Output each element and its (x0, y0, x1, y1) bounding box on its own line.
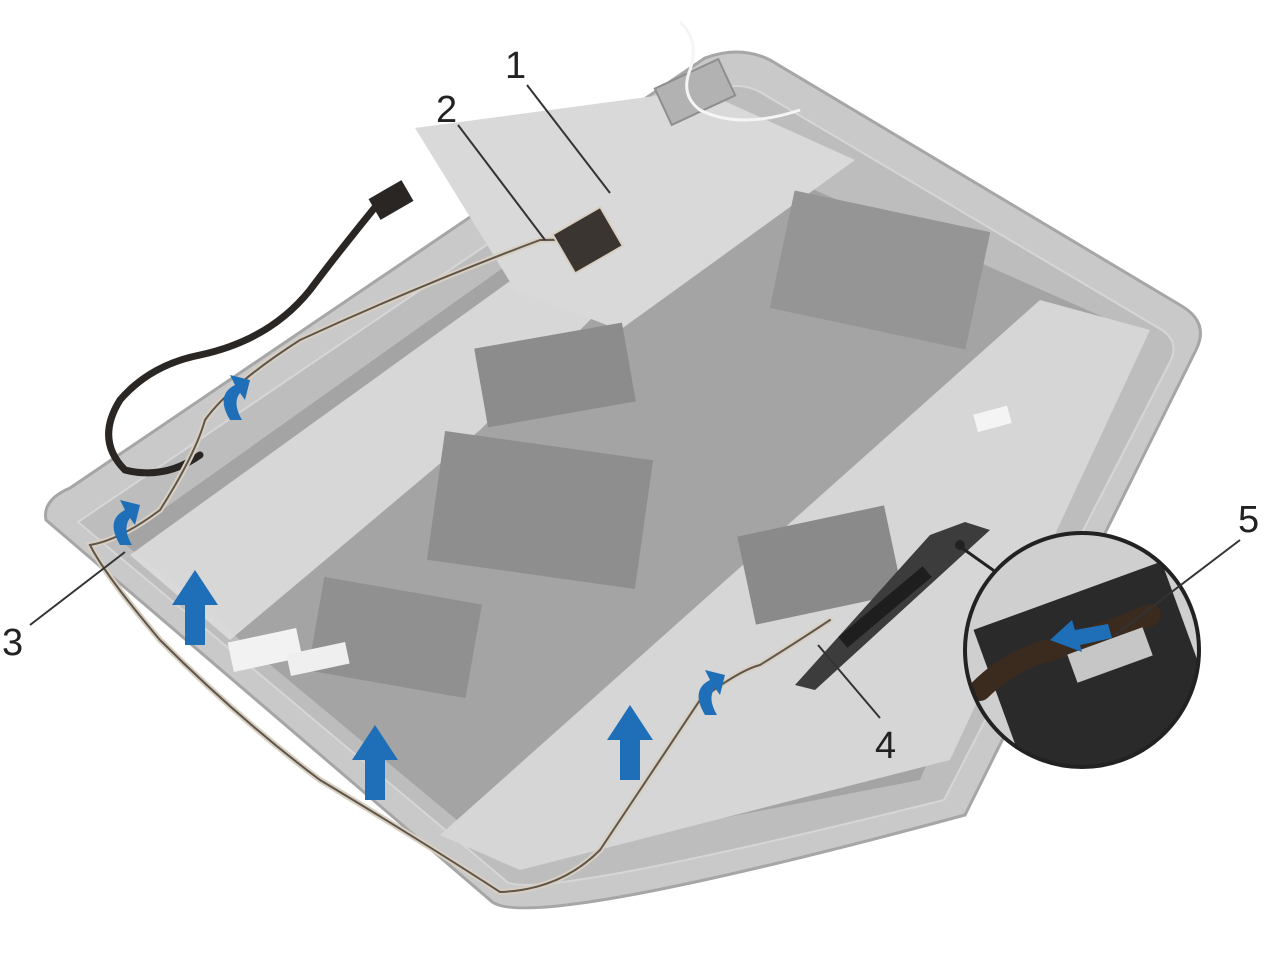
inset-anchor-dot (955, 540, 965, 550)
pad-5 (737, 505, 903, 625)
inset-push-arrow-icon (1050, 620, 1112, 652)
callout-4: 4 (875, 725, 896, 767)
curved-release-arrow-icon (113, 500, 140, 545)
lift-up-arrow-icon (172, 570, 218, 645)
sticker-2 (286, 642, 350, 676)
leader-2 (457, 124, 546, 241)
display-cable-end-connector (368, 180, 414, 220)
leader-4 (817, 644, 881, 719)
callout-1: 1 (505, 45, 526, 87)
inset-frame (963, 531, 1201, 769)
callout-3: 3 (2, 622, 23, 664)
pad-3 (426, 431, 654, 589)
camera-module (795, 522, 990, 690)
inset-cable (969, 604, 1161, 701)
lift-arrows (172, 570, 653, 800)
lift-up-arrow-icon (352, 725, 398, 800)
camera-board (838, 566, 932, 648)
unroute-arrows (113, 375, 725, 715)
sticker-1 (227, 628, 303, 672)
lift-up-arrow-icon (607, 705, 653, 780)
display-cable-loose (105, 191, 389, 477)
display-cable-connector (551, 205, 625, 275)
callout-2: 2 (436, 89, 457, 131)
pad-2 (474, 322, 636, 428)
callout-5: 5 (1238, 499, 1259, 541)
curved-release-arrow-icon (698, 670, 725, 715)
pad-4 (307, 576, 482, 699)
leader-5 (1114, 539, 1241, 636)
callout-numbers: 1 2 3 4 5 (2, 45, 1259, 767)
inset-connector (1067, 627, 1153, 683)
display-back-cover (44, 20, 1202, 910)
leader-1 (526, 84, 611, 194)
foil-strip-top (415, 90, 855, 330)
display-cable (85, 180, 833, 896)
sticker-3 (973, 405, 1012, 433)
leader-3 (29, 551, 126, 626)
curved-release-arrow-icon (223, 375, 250, 420)
display-cable-routed-core (88, 234, 831, 894)
connector-zoom-inset (955, 531, 1201, 769)
callout-leaders (29, 84, 1241, 719)
pad-1 (769, 190, 991, 350)
antenna-wire (678, 20, 801, 122)
